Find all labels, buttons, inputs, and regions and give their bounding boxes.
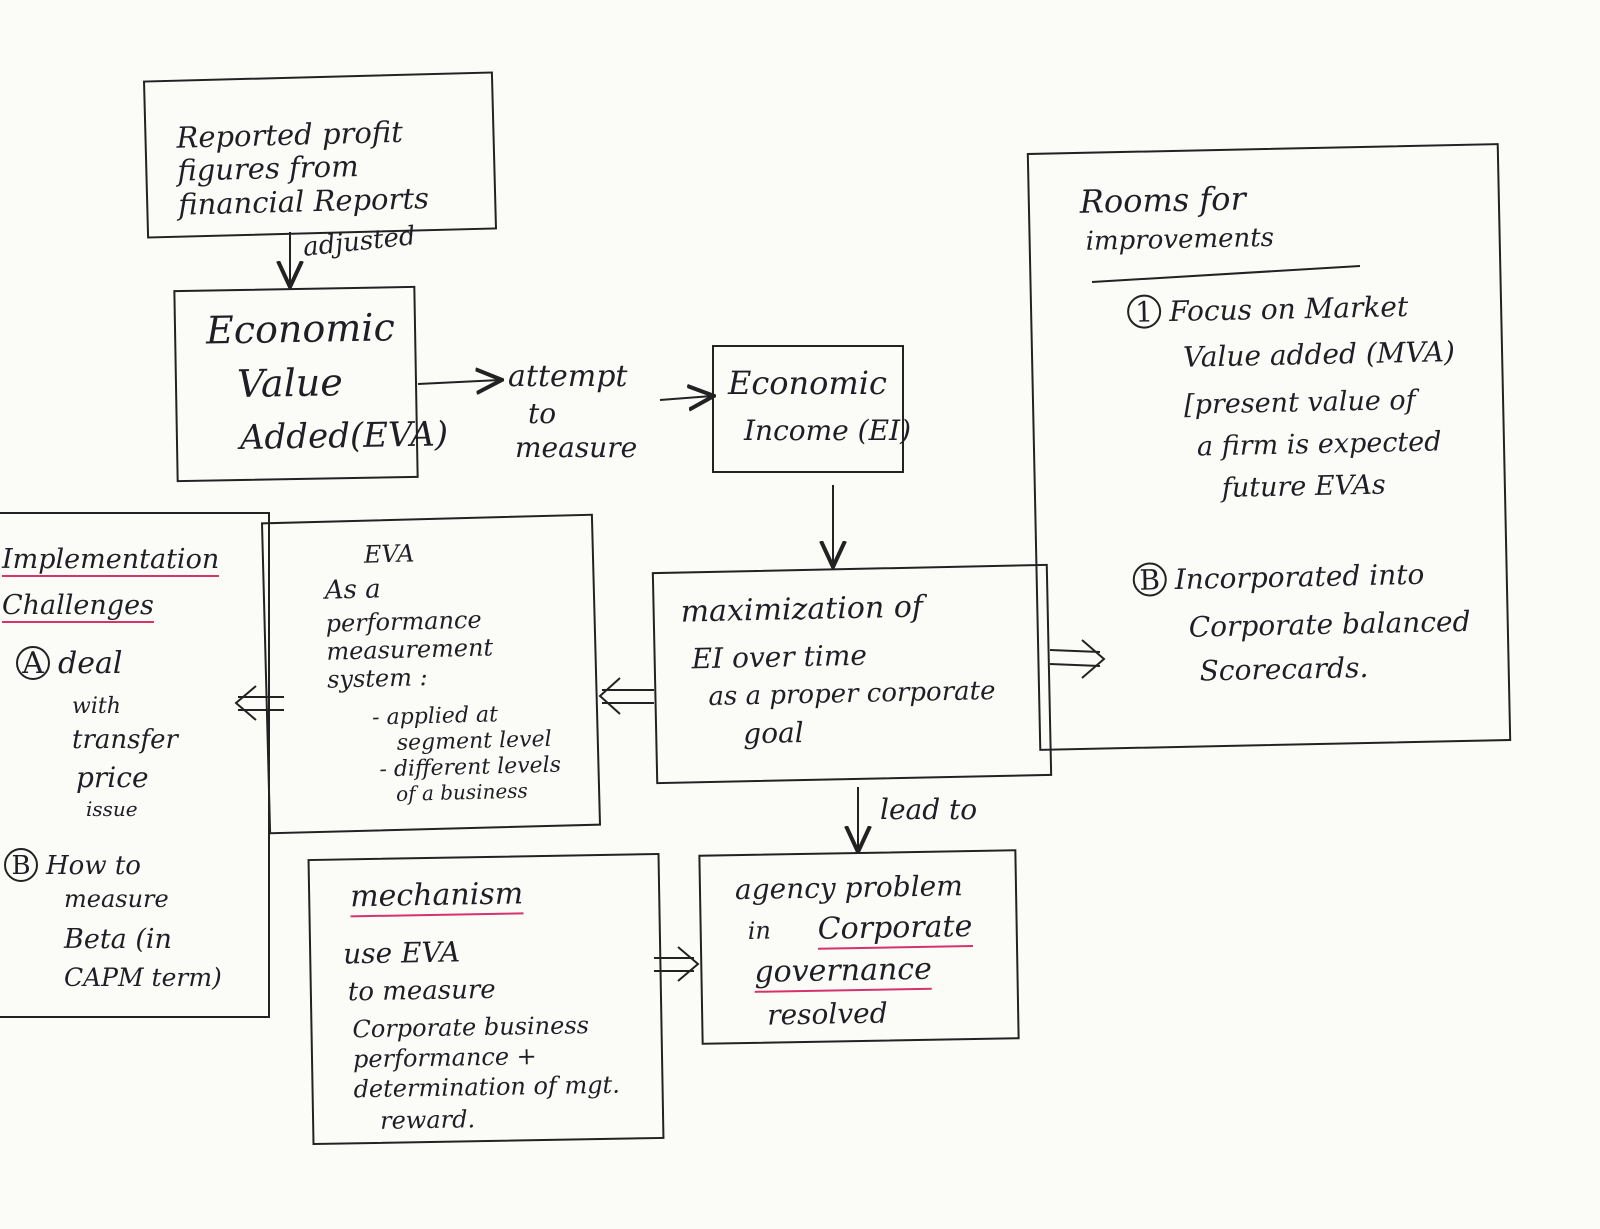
evasys-line8: - different levels [379,752,562,783]
edge-label-attempt-3: measure [515,431,638,464]
edge-label-attempt-2: to [528,397,557,430]
mech-line6: reward. [379,1105,476,1135]
mech-line3: Corporate business [352,1011,590,1044]
arrow-evasystem-to-impl-head [234,685,257,721]
rooms-item2-line2: Corporate balanced [1188,604,1471,644]
impl-b-marker: B [4,848,38,882]
reported-profit-text: Reported profit figures from financial R… [176,114,430,222]
arrow-mech-to-agency-head [677,946,700,982]
arrow-max-to-rooms-a [1049,649,1101,653]
eva-line3: Added(EVA) [239,414,449,458]
arrow-max-to-evasystem-head [598,677,621,715]
economic-income-box: Economic Income (EI) [712,345,911,473]
agency-problem-box: agency problem in Corporate governance r… [698,849,1020,1045]
eva-performance-system-box: EVA As a performance measurement system … [260,513,602,835]
impl-b-line4: CAPM term) [64,963,222,992]
rooms-item1-marker: 1 [1126,294,1162,329]
mech-title: mechanism [350,876,524,917]
max-line1: maximization of [680,589,924,630]
evasys-line1: EVA [363,539,415,569]
evasys-line6: - applied at [371,702,499,731]
impl-title-2: Challenges [2,590,154,624]
impl-b-text1: How to [46,851,141,881]
impl-a-text1: deal [58,646,123,681]
rooms-title-underline [1091,265,1361,283]
evasys-line5: system : [326,663,428,694]
impl-a-line3: transfer [72,725,178,755]
agency-line3: governance [754,952,933,993]
rooms-item2-text1: Incorporated into [1174,557,1425,596]
mech-line1: use EVA [342,935,461,971]
ei-line2: Income (EI) [744,414,912,447]
impl-b-line1: B How to [4,848,141,882]
rooms-item1-text1: Focus on Market [1168,290,1409,329]
rooms-item1-line3: [present value of [1183,384,1416,421]
agency-line4: resolved [766,996,888,1032]
eva-line2: Value [236,360,344,407]
arrow-attempt-to-ei [659,396,712,400]
mechanism-box: mechanism use EVA to measure Corporate b… [307,852,665,1146]
rooms-item2-line3: Scorecards. [1199,650,1369,688]
rooms-item1-line2: Value added (MVA) [1182,335,1456,374]
edge-label-lead-to: lead to [880,793,978,826]
rooms-title-2: improvements [1085,222,1275,257]
agency-line2: in [747,916,772,945]
mech-line2: to measure [347,974,496,1008]
evasys-line7: segment level [396,726,552,756]
evasys-line4: measurement [326,633,494,666]
edge-label-attempt-1: attempt [508,359,628,394]
max-line3: as a proper corporate [708,676,996,713]
eva-line1: Economic [205,305,396,353]
impl-b-line3: Beta (in [64,924,172,955]
arrow-eva-to-attempt [417,380,500,384]
arrow-max-to-rooms-b [1049,663,1101,667]
impl-a-line4: price [76,761,149,794]
max-line2: EI over time [691,638,868,676]
impl-b-line2: measure [64,885,169,913]
maximization-ei-box: maximization of EI over time as a proper… [651,563,1053,785]
impl-title-1: Implementation [2,544,220,578]
max-line4: goal [742,716,804,751]
arrow-max-to-rooms-head [1081,639,1106,679]
mech-line5: determination of mgt. [353,1070,621,1104]
rooms-title-1: Rooms for [1079,179,1247,221]
agency-line1: agency problem [734,869,964,907]
rooms-item1-line5: future EVAs [1221,469,1386,504]
reported-profit-box: Reported profit figures from financial R… [142,71,498,239]
evasys-line2: As a [324,574,382,606]
impl-a-marker: A [16,646,50,680]
evasys-line9: of a business [395,778,529,806]
impl-a-line5: issue [86,797,138,821]
mech-line4: performance + [352,1042,537,1074]
impl-a-line2: with [72,694,121,719]
rooms-item1-line4: a firm is expected [1196,426,1442,463]
agency-line2b: Corporate [817,909,973,950]
ei-line1: Economic [728,364,887,402]
eva-box: Economic Value Added(EVA) [173,285,448,483]
rooms-item2-marker: B [1132,562,1168,597]
